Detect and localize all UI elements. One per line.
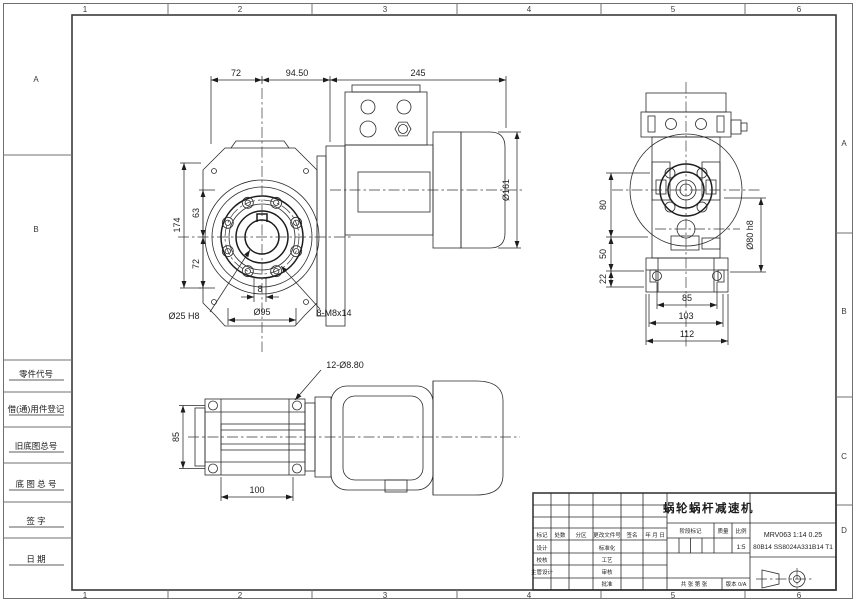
mass-label: 质量 xyxy=(717,527,729,535)
zone-col-bottom: 3 xyxy=(383,591,388,600)
zone-row-left: B xyxy=(33,225,38,234)
zone-col-bottom: 5 xyxy=(671,591,676,600)
version-label: 版本 0/A xyxy=(726,580,747,588)
cable-gland-hex xyxy=(394,121,412,137)
zone-col-bottom: 6 xyxy=(797,591,802,600)
zone-col-bottom: 2 xyxy=(238,591,243,600)
zone-col-top: 1 xyxy=(83,5,88,14)
front-view xyxy=(178,84,522,352)
motor-top-fan-cover xyxy=(432,380,504,496)
panel-label-part-code: 零件代号 xyxy=(19,369,53,379)
panel-label-borrowed-parts: 借(通)用件登记 xyxy=(8,404,65,414)
dim-side-80: 80 xyxy=(598,200,608,210)
role-check: 校核 xyxy=(536,556,548,564)
zone-col-bottom: 4 xyxy=(527,591,532,600)
rev-col-date: 年 月 日 xyxy=(645,531,665,539)
zone-row-right: A xyxy=(841,139,847,148)
dim-height-72: 72 xyxy=(191,259,201,269)
zone-col-top: 3 xyxy=(383,5,388,14)
role-chief-design: 主管设计 xyxy=(531,568,554,576)
front-view-dimensions: 72 94.50 245 174 63 72 8 Ø95 Ø25 H8 8-M8… xyxy=(168,68,521,325)
panel-label-date: 日 期 xyxy=(26,554,45,564)
zone-col-bottom: 1 xyxy=(83,591,88,600)
role-approve: 批准 xyxy=(601,580,613,588)
flange-bolts xyxy=(221,196,303,278)
rev-col-count: 处数 xyxy=(554,531,566,539)
sheet-count-label: 共 张 第 张 xyxy=(681,580,708,588)
top-view xyxy=(188,380,520,496)
panel-label-signature: 签 字 xyxy=(26,516,45,526)
side-view-dimensions: 80 50 22 Ø80 h8 85 103 112 xyxy=(598,172,766,345)
dim-tap-8xM8: 8-M8x14 xyxy=(316,308,351,318)
zone-row-right: B xyxy=(841,307,846,316)
sheet-frame xyxy=(3,3,853,599)
dim-front-72: 72 xyxy=(231,68,241,78)
scale-label: 比例 xyxy=(735,527,747,535)
dim-front-94-50: 94.50 xyxy=(286,68,309,78)
motor-flange-plate xyxy=(316,155,327,317)
zone-col-top: 2 xyxy=(238,5,243,14)
dim-side-112: 112 xyxy=(680,329,694,339)
stage-mark-label: 阶段标记 xyxy=(679,527,702,535)
dim-side-85: 85 xyxy=(682,293,692,303)
dim-motor-length: 245 xyxy=(410,68,425,78)
dim-height-63: 63 xyxy=(191,208,201,218)
left-attribute-panel: 零件代号 借(通)用件登记 旧底图总号 底 图 总 号 签 字 日 期 xyxy=(3,359,72,566)
title-block: 标记 处数 分区 更改文件号 签名 年 月 日 设计 校核 主管设计 标准化 工… xyxy=(531,492,837,591)
side-view xyxy=(612,82,762,348)
dim-bore-25h8: Ø25 H8 xyxy=(168,311,199,321)
role-design: 设计 xyxy=(536,544,548,552)
motor-flange xyxy=(325,145,346,327)
first-angle-projection-icon xyxy=(756,568,812,590)
zone-row-left: A xyxy=(33,75,39,84)
terminal-box xyxy=(344,91,428,146)
top-view-dimensions: 85 100 12-Ø8.80 xyxy=(171,360,364,501)
product-title: 蜗轮蜗杆减速机 xyxy=(663,501,754,515)
dim-side-50: 50 xyxy=(598,249,608,259)
panel-label-old-master-no: 旧底图总号 xyxy=(15,441,58,451)
role-review: 审核 xyxy=(601,568,613,576)
rev-col-doc-no: 更改文件号 xyxy=(593,531,621,539)
side-cable-gland xyxy=(730,119,742,135)
rev-col-sign: 签名 xyxy=(626,531,637,539)
dim-top-holes-12: 12-Ø8.80 xyxy=(326,360,364,370)
motor-fan-cover xyxy=(460,131,506,249)
dim-side-boss-80h8: Ø80 h8 xyxy=(745,220,755,250)
zone-col-top: 6 xyxy=(797,5,802,14)
scale-value: 1:5 xyxy=(736,544,745,551)
drawing-code-line2: 80B14 SS8024A331B14 T1 xyxy=(753,544,833,551)
panel-label-master-no: 底 图 总 号 xyxy=(15,479,56,489)
zone-row-right: D xyxy=(841,526,847,535)
dim-side-103: 103 xyxy=(678,311,693,321)
dim-keyway-8: 8 xyxy=(257,284,262,294)
zone-row-right: C xyxy=(841,452,847,461)
dim-motor-dia-161: Ø161 xyxy=(501,179,511,201)
rev-col-zone: 分区 xyxy=(575,531,587,539)
zone-col-top: 4 xyxy=(527,5,532,14)
dim-height-174: 174 xyxy=(172,217,182,232)
drawing-code-line1: MRV063 1:14 0.25 xyxy=(764,532,822,539)
zone-labels: 1 2 3 4 5 6 1 2 3 4 5 6 A B C D A B xyxy=(33,5,847,600)
role-standardize: 标准化 xyxy=(599,544,616,552)
rev-col-mark: 标记 xyxy=(536,531,548,539)
dim-top-85: 85 xyxy=(171,432,181,442)
dim-bolt-circle-95: Ø95 xyxy=(253,307,270,317)
dim-top-100: 100 xyxy=(249,485,264,495)
role-process: 工艺 xyxy=(601,557,613,564)
mounting-feet xyxy=(645,257,729,293)
motor-nameplate xyxy=(357,171,431,213)
motor-top-body xyxy=(330,385,434,491)
dim-side-22: 22 xyxy=(598,274,608,284)
zone-col-top: 5 xyxy=(671,5,676,14)
